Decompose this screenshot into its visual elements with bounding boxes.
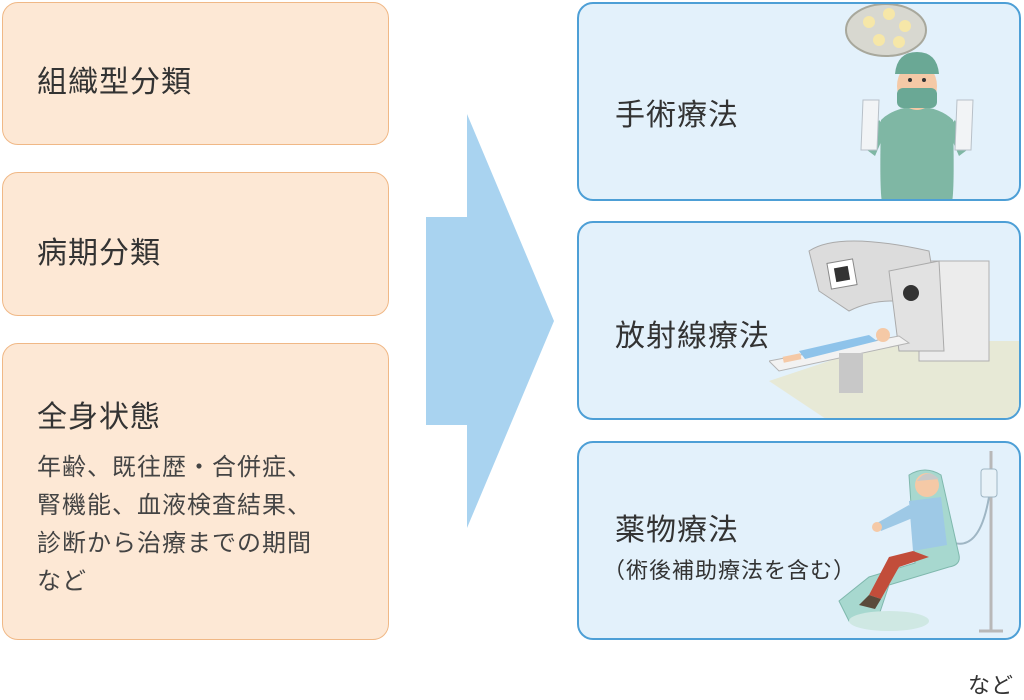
flow-arrow [426, 114, 554, 528]
treatment-title: 薬物療法 [615, 513, 739, 548]
factor-box-stage: 病期分類 [2, 172, 389, 316]
factor-box-general-condition: 全身状態 年齢、既往歴・合併症、 腎機能、血液検査結果、 診断から治療までの期間… [2, 343, 389, 640]
treatment-note: （術後補助療法を含む） [603, 559, 857, 584]
treatment-box-surgery: 手術療法 [577, 2, 1021, 201]
factor-title: 病期分類 [37, 236, 161, 271]
factor-title: 全身状態 [37, 400, 161, 435]
treatment-box-radiation: 放射線療法 [577, 221, 1021, 420]
patient-chair-iv-icon [838, 451, 1003, 633]
radiotherapy-machine-icon [769, 240, 1019, 418]
factor-title: 組織型分類 [37, 65, 192, 100]
treatment-title: 放射線療法 [615, 319, 770, 354]
treatment-box-drug: 薬物療法 （術後補助療法を含む） [577, 441, 1021, 640]
footnote-etc: など [967, 674, 1014, 699]
treatment-title: 手術療法 [615, 98, 739, 133]
surgeon-icon [845, 4, 974, 199]
factor-box-histology: 組織型分類 [2, 2, 389, 145]
factor-detail: 年齢、既往歴・合併症、 腎機能、血液検査結果、 診断から治療までの期間 など [37, 453, 312, 595]
